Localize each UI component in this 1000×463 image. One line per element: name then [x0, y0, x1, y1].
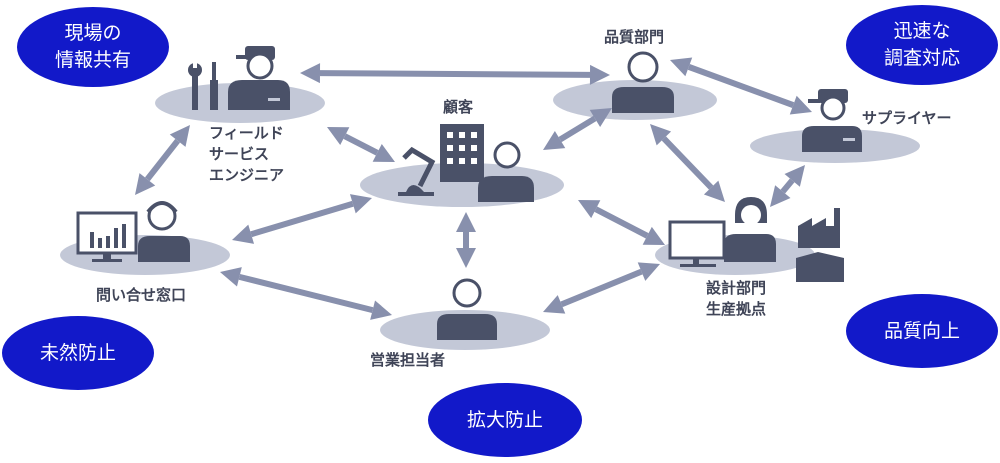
arrowhead	[543, 131, 566, 150]
arrowhead	[135, 173, 156, 195]
double-arrow	[456, 212, 476, 268]
supplier-person-icon	[802, 89, 862, 152]
arrowhead	[642, 226, 665, 245]
benefit-text: 現場の	[64, 22, 122, 44]
benefit-prevention: 未然防止	[2, 316, 154, 390]
label-line: 生産拠点	[706, 300, 767, 318]
building-icon	[440, 124, 484, 182]
label-supplier: サプライヤー	[862, 109, 952, 127]
analytics-monitor-icon	[76, 211, 138, 262]
arrowhead	[650, 124, 672, 146]
label-sales: 営業担当者	[370, 351, 446, 369]
arrowhead	[543, 295, 566, 314]
benefit-text: 調査対応	[883, 47, 960, 69]
label-line: 設計部門	[706, 279, 767, 297]
operator-person-icon	[138, 201, 190, 262]
arrowhead	[589, 64, 610, 85]
double-arrow	[220, 267, 392, 320]
label-field-engineer: フィールドサービスエンジニア	[209, 123, 284, 186]
arrowhead	[456, 248, 476, 268]
label-customer: 顧客	[443, 98, 474, 116]
label-contact-desk: 問い合せ窓口	[96, 286, 187, 304]
arrowhead	[789, 95, 812, 115]
arrowhead	[370, 300, 392, 320]
double-arrow	[578, 200, 665, 245]
arrowhead	[589, 108, 612, 127]
arrowhead	[784, 165, 805, 187]
double-arrow	[232, 194, 372, 244]
arrowhead	[349, 194, 372, 214]
arrowhead	[372, 143, 395, 162]
double-arrow	[650, 124, 725, 202]
label-line: サービス	[209, 145, 270, 163]
arrowhead	[456, 212, 476, 232]
benefit-text: 迅速な	[893, 20, 951, 42]
design-person-icon	[724, 197, 776, 262]
arrowhead	[770, 185, 791, 207]
double-arrow	[327, 127, 395, 162]
monitor-icon	[668, 220, 726, 267]
label-quality-dept: 品質部門	[604, 28, 665, 46]
benefit-quick-investigation: 迅速な調査対応	[846, 5, 998, 85]
double-arrow	[770, 165, 805, 207]
double-arrow	[543, 262, 660, 314]
arrowhead	[327, 127, 350, 146]
benefit-quality-improvement: 品質向上	[846, 294, 998, 368]
arrowhead	[220, 267, 242, 287]
factory-icon	[796, 208, 844, 282]
arrowhead	[300, 63, 321, 84]
arrowhead	[703, 180, 725, 202]
engineer-icon	[228, 46, 290, 110]
arrowhead	[232, 224, 255, 244]
label-line: フィールド	[209, 124, 284, 142]
sales-person-icon	[437, 278, 497, 340]
benefit-info-share: 現場の情報共有	[17, 7, 169, 87]
robot-arm-icon	[398, 146, 436, 196]
wrench-icon	[188, 58, 202, 110]
label-design-production: 設計部門生産拠点	[706, 278, 766, 320]
arrowhead	[578, 200, 601, 219]
quality-person-icon	[612, 51, 674, 113]
arrowhead	[670, 57, 693, 77]
customer-person-icon	[478, 141, 534, 202]
arrowhead	[169, 125, 190, 147]
label-line: エンジニア	[209, 166, 285, 184]
double-arrow	[670, 57, 812, 115]
double-arrow	[135, 125, 190, 195]
benefit-spread-prevention: 拡大防止	[428, 383, 582, 457]
benefit-text: 情報共有	[54, 49, 131, 71]
arrowhead	[637, 262, 660, 281]
double-arrow	[543, 108, 612, 150]
double-arrow	[300, 63, 610, 85]
screwdriver-icon	[210, 62, 218, 110]
